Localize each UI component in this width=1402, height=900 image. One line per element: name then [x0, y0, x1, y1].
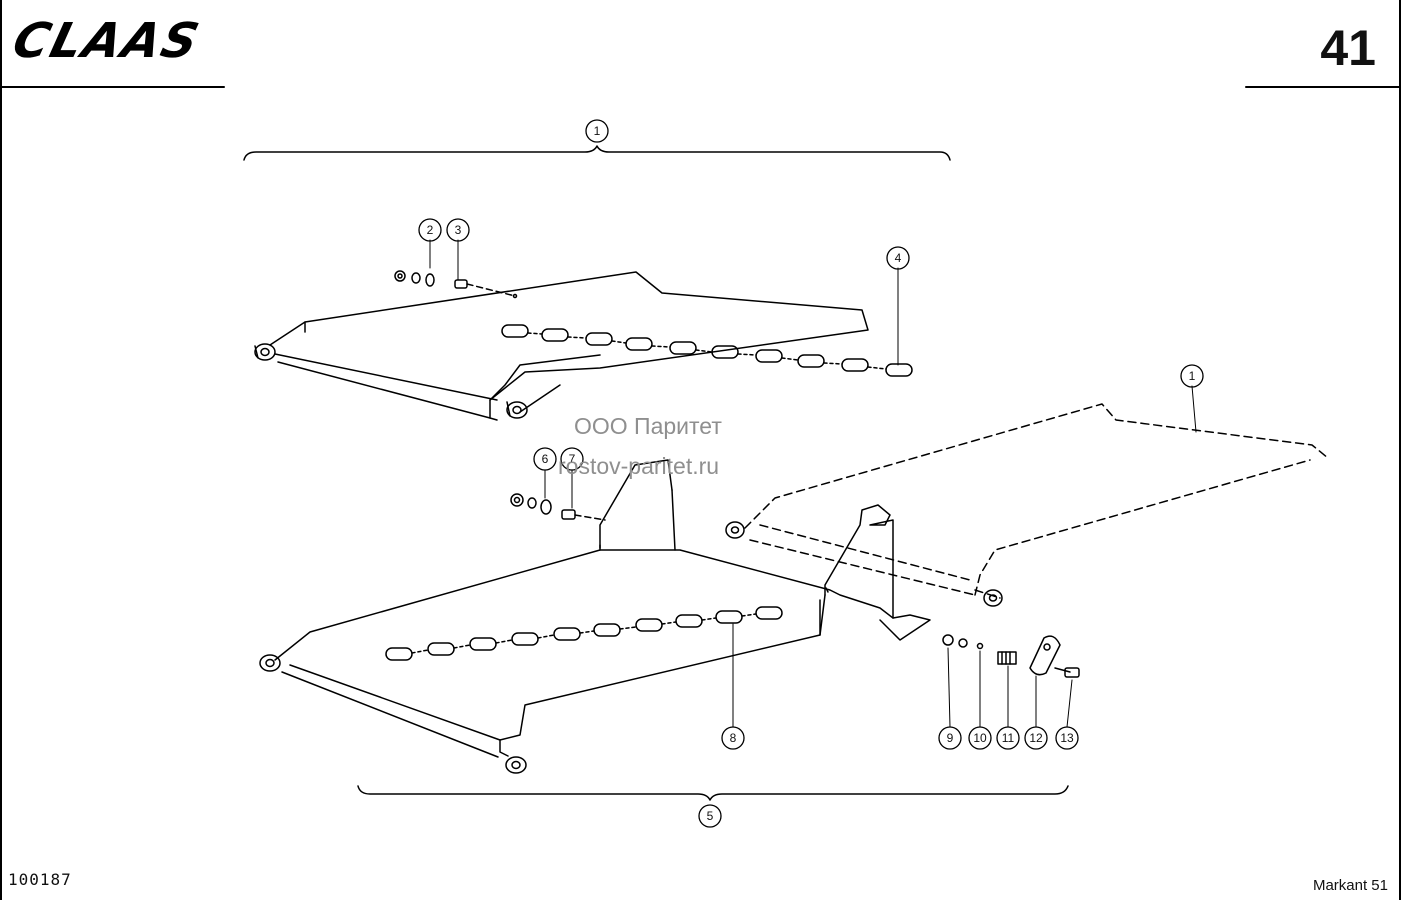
callout-4: [886, 246, 910, 270]
callout-9: [938, 726, 962, 750]
callout-10: [968, 726, 992, 750]
upper-chain: [501, 324, 913, 377]
dashed-assembly-ends: [725, 521, 1003, 607]
callout-5: [698, 804, 722, 828]
callout-label: 2: [427, 223, 434, 237]
callout-1-top: [585, 119, 609, 143]
side-bracket: [824, 504, 894, 619]
callout-8: [721, 726, 745, 750]
hardware-9-13: [942, 634, 1080, 678]
callout-3: [446, 218, 470, 242]
dashed-assembly: [744, 403, 1329, 599]
bracket-bottom: [357, 785, 1069, 801]
bolt-group-6-7: [510, 493, 606, 521]
callout-13: [1055, 726, 1079, 750]
callout-label: 5: [707, 809, 714, 823]
callout-label: 8: [730, 731, 737, 745]
callout-2: [418, 218, 442, 242]
callout-11: [996, 726, 1020, 750]
callout-12: [1024, 726, 1048, 750]
callout-label: 6: [542, 452, 549, 466]
callout-label: 4: [895, 251, 902, 265]
callout-label: 13: [1060, 731, 1074, 745]
callout-7: [560, 447, 584, 471]
upper-plate: [254, 270, 913, 421]
model-name: Markant 51: [1312, 877, 1388, 894]
drawing-number: 100187: [8, 870, 72, 889]
plate-12: [1029, 635, 1061, 676]
callout-6: [533, 447, 557, 471]
leader-lines: [429, 239, 1197, 728]
lower-chain: [385, 606, 783, 661]
callout-circles: [418, 119, 1204, 828]
callout-label: 11: [1002, 731, 1015, 745]
watermark-company: ООО Паритет: [574, 413, 722, 439]
callout-1-right: [1180, 364, 1204, 388]
callout-label: 12: [1029, 731, 1043, 745]
callout-label: 3: [455, 223, 462, 237]
callout-label: 10: [973, 731, 987, 745]
callout-label: 1: [594, 124, 601, 138]
callout-label: 9: [947, 731, 954, 745]
bracket-top: [243, 145, 951, 161]
callout-label: 7: [569, 452, 576, 466]
watermark-url: rostov-paritet.ru: [558, 453, 720, 479]
bolt-group-2-3: [394, 270, 518, 299]
page-number: 41: [1320, 20, 1376, 76]
callout-label: 1: [1189, 369, 1196, 383]
lower-plate: [259, 459, 931, 774]
